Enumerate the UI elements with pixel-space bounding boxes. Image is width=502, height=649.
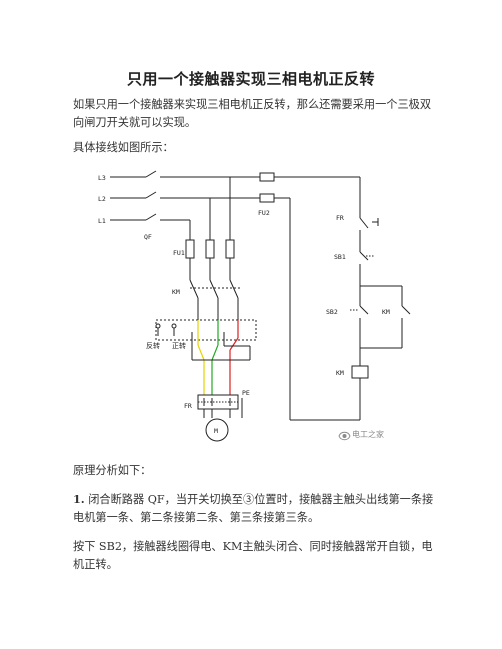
wire-red (229, 320, 239, 395)
step1-text: 闭合断路器 QF，当开关切换至 (84, 493, 243, 506)
label-sb2: SB2 (326, 308, 338, 316)
reversing-switch (155, 319, 257, 341)
label-l2: L2 (98, 195, 106, 203)
label-fu1: FU1 (173, 249, 185, 257)
label-fr-bottom: FR (184, 402, 192, 410)
thermal-relay (197, 394, 240, 410)
wire-yellow (197, 320, 205, 395)
label-fu2: FU2 (258, 209, 270, 217)
step1-text2: 位置时，接触器主触头出线第一条接电机第一条、第二条接第二条、第三条接第三条。 (73, 493, 434, 524)
intro-paragraph: 如果只用一个接触器来实现三相电机正反转，那么还需要采用一个三极双向闸刀开关就可以… (73, 98, 432, 129)
label-motor: M (214, 427, 218, 435)
label-qf: QF (144, 233, 152, 241)
page-title: 只用一个接触器实现三相电机正反转 (126, 70, 375, 88)
label-sb1: SB1 (334, 253, 346, 261)
watermark-text: 电工之家 (352, 430, 384, 439)
label-forward: 正转 (172, 341, 186, 350)
label-km-aux: KM (382, 308, 390, 316)
main-circuit (185, 177, 240, 320)
line-l2 (110, 191, 360, 421)
wiring-intro-paragraph: 具体接线如图所示： (73, 141, 174, 154)
wire-green (211, 320, 219, 395)
cross-wires (191, 332, 251, 361)
line-l3 (110, 170, 361, 208)
analysis-intro-paragraph: 原理分析如下： (73, 464, 152, 477)
step1-number: 1. (73, 492, 85, 506)
step2-paragraph: 按下 SB2，接触器线圈得电、KM主触头闭合、同时接触器常开自锁，电机正转。 (73, 540, 433, 571)
wiring-diagram: L3 L2 L1 QF FU2 (98, 170, 411, 442)
watermark-icon (338, 427, 351, 441)
label-l3: L3 (98, 174, 106, 182)
label-reverse: 反转 (146, 341, 160, 350)
label-pe: PE (242, 389, 250, 397)
line-l1 (110, 213, 190, 221)
label-fr-ctrl: FR (336, 214, 344, 222)
motor (203, 409, 231, 442)
circled-number: ③ (243, 493, 255, 506)
label-km-coil: KM (336, 369, 344, 377)
label-l1: L1 (98, 217, 106, 225)
label-km-main: KM (172, 288, 180, 296)
step1-paragraph: 1. 闭合断路器 QF，当开关切换至③位置时，接触器主触头出线第一条接电机第一条… (73, 490, 435, 527)
control-circuit (350, 208, 411, 420)
